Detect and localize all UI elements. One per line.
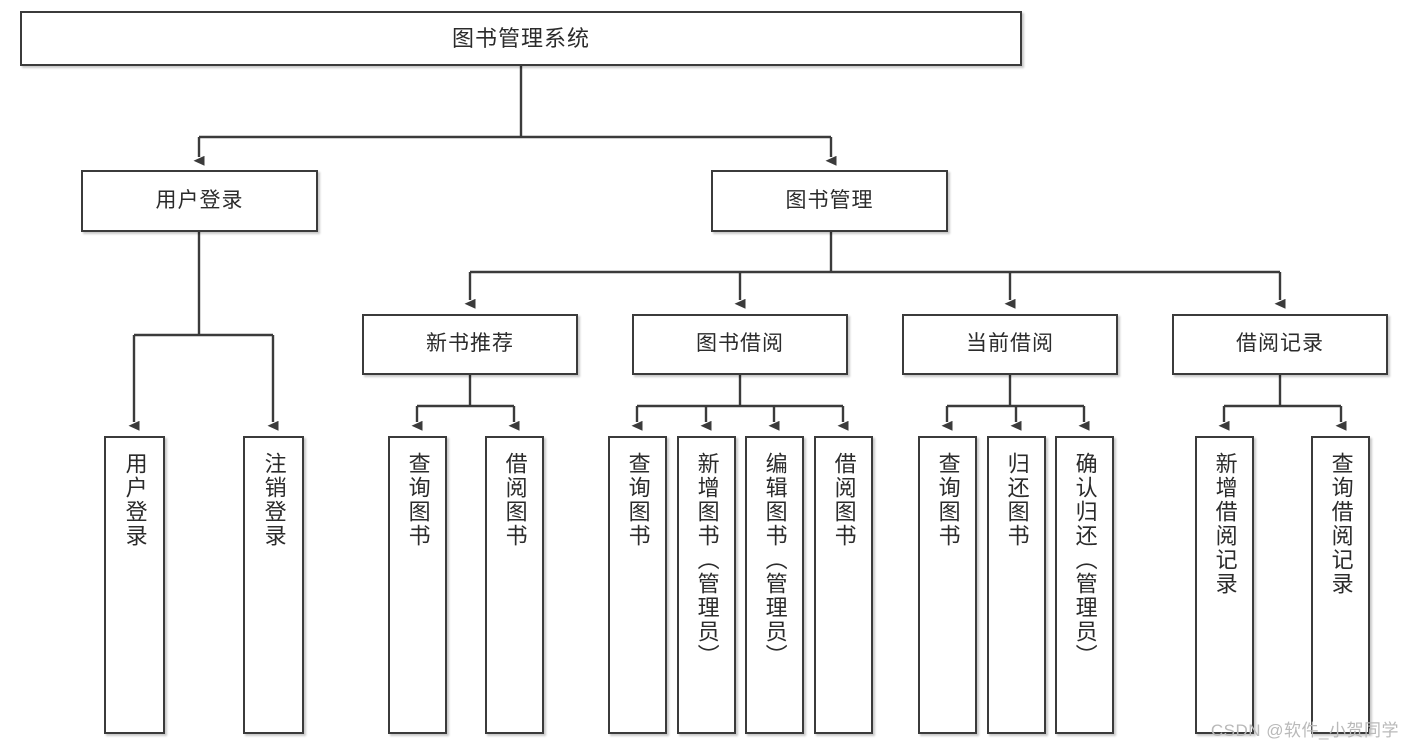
node-root-label: 图书管理系统 [451, 25, 590, 51]
node-borrow-record[interactable]: 借阅记录 [1172, 314, 1388, 375]
node-current-borrow[interactable]: 当前借阅 [902, 314, 1118, 375]
node-leaf-user-login[interactable]: 用户登录 [104, 436, 165, 734]
node-leaf-user-logout[interactable]: 注销登录 [243, 436, 304, 734]
node-leaf-user-login-label: 用户登录 [122, 452, 148, 548]
node-leaf-query-book-2[interactable]: 查询图书 [608, 436, 667, 734]
node-book-manage-label: 图书管理 [785, 188, 874, 212]
node-leaf-confirm-return-label: 确认归还（管理员） [1072, 452, 1098, 668]
node-leaf-add-record[interactable]: 新增借阅记录 [1195, 436, 1254, 734]
node-leaf-query-book-1-label: 查询图书 [405, 452, 431, 548]
node-leaf-query-record-label: 查询借阅记录 [1328, 452, 1354, 596]
node-leaf-borrow-book-1-label: 借阅图书 [502, 452, 528, 548]
node-leaf-query-book-1[interactable]: 查询图书 [388, 436, 447, 734]
node-current-borrow-label: 当前借阅 [966, 332, 1054, 356]
node-book-borrow[interactable]: 图书借阅 [632, 314, 848, 375]
node-leaf-borrow-book-1[interactable]: 借阅图书 [485, 436, 544, 734]
watermark: CSDN @软件_小贺同学 [1210, 721, 1399, 740]
node-leaf-query-book-3[interactable]: 查询图书 [918, 436, 977, 734]
node-new-book-rec-label: 新书推荐 [426, 332, 514, 356]
node-leaf-add-record-label: 新增借阅记录 [1212, 452, 1238, 596]
node-root[interactable]: 图书管理系统 [20, 11, 1022, 66]
node-leaf-query-book-3-label: 查询图书 [935, 452, 961, 548]
node-leaf-return-book[interactable]: 归还图书 [987, 436, 1046, 734]
node-leaf-borrow-book-2[interactable]: 借阅图书 [814, 436, 873, 734]
node-leaf-return-book-label: 归还图书 [1004, 452, 1030, 548]
node-leaf-borrow-book-2-label: 借阅图书 [831, 452, 857, 548]
node-book-borrow-label: 图书借阅 [696, 332, 784, 356]
node-leaf-edit-book-label: 编辑图书（管理员） [762, 452, 788, 668]
node-new-book-rec[interactable]: 新书推荐 [362, 314, 578, 375]
node-leaf-query-record[interactable]: 查询借阅记录 [1311, 436, 1370, 734]
node-leaf-edit-book[interactable]: 编辑图书（管理员） [745, 436, 804, 734]
node-book-manage[interactable]: 图书管理 [711, 170, 948, 232]
node-user-login[interactable]: 用户登录 [81, 170, 318, 232]
node-leaf-confirm-return[interactable]: 确认归还（管理员） [1055, 436, 1114, 734]
node-leaf-add-book-label: 新增图书（管理员） [694, 452, 720, 668]
node-leaf-user-logout-label: 注销登录 [261, 452, 287, 548]
node-leaf-query-book-2-label: 查询图书 [625, 452, 651, 548]
node-leaf-add-book[interactable]: 新增图书（管理员） [677, 436, 736, 734]
node-user-login-label: 用户登录 [155, 188, 244, 212]
node-borrow-record-label: 借阅记录 [1236, 332, 1324, 356]
